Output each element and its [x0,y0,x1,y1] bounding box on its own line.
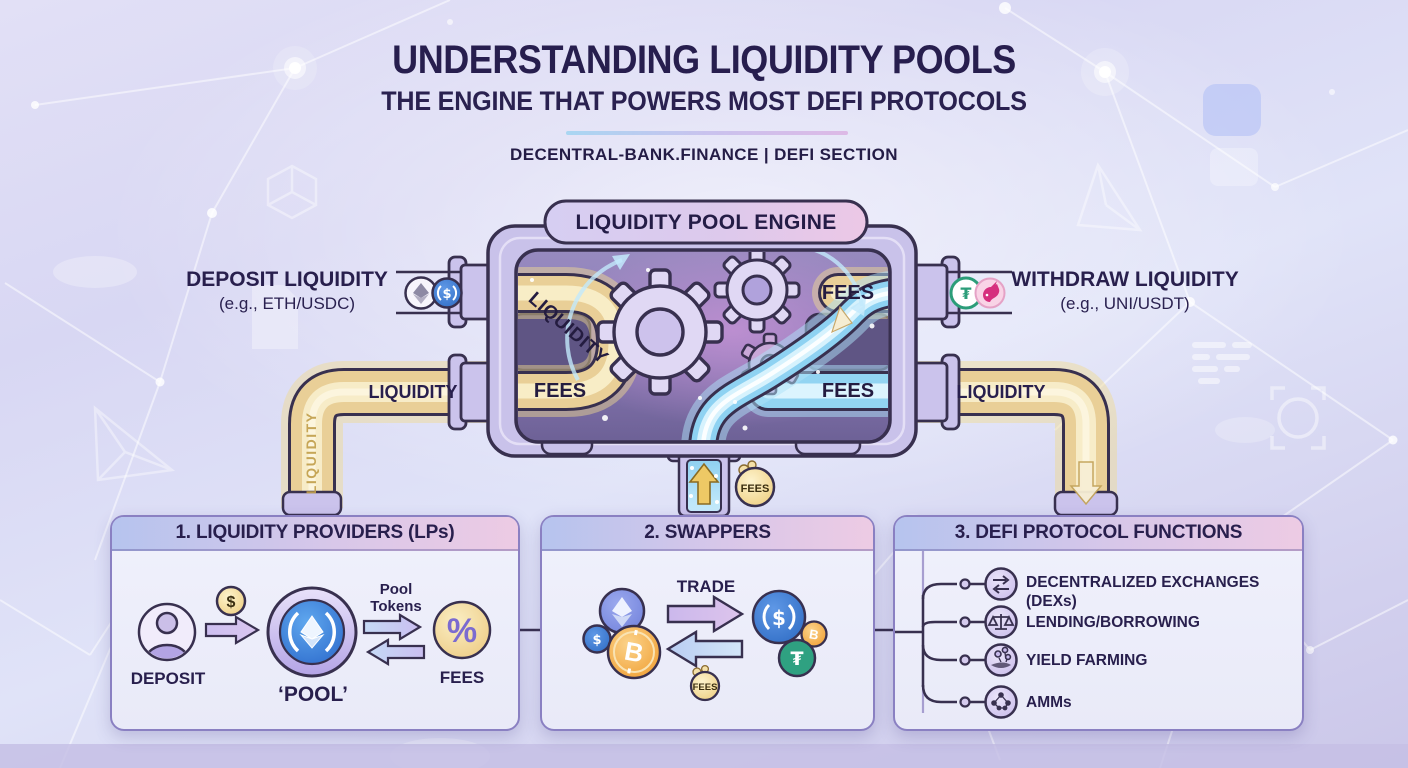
card-functions-art [895,551,1018,719]
svg-text:B: B [622,636,646,669]
branch-dots [959,578,971,708]
gear-small [713,252,801,334]
withdraw-title: WITHDRAW LIQUIDITY [1011,268,1239,291]
uniswap-coin [974,277,1006,309]
function-item-amms: AMMs [1026,694,1072,711]
engine-title-pill [543,199,869,245]
card-swappers-art: $ B $ B [582,587,828,702]
person-icon [137,602,197,662]
yield-icon [991,646,1012,668]
down-arrow-icon [1069,461,1103,506]
card-swappers-title: 2. SWAPPERS [542,517,873,551]
flow-arrowhead [831,305,853,334]
usdc-coin-large: $ [751,589,807,645]
circular-arrows [565,252,864,381]
trade-caption: TRADE [676,577,736,596]
screen-fees-bottom-right-label: FEES [821,380,875,402]
pool-tokens-arrow-icon [362,613,423,641]
pool-coin-icon [266,586,358,678]
btc-coin-small: B [800,620,828,648]
tether-coin-large: ₮ [777,638,817,678]
right-gold-pipe [913,361,1119,517]
svg-text:%: % [447,612,477,650]
up-arrow-icon [688,462,720,505]
function-item-dex-line1: DECENTRALIZED EXCHANGES [1026,574,1260,591]
function-item-lending: LENDING/BORROWING [1026,614,1200,631]
function-item-dex: DECENTRALIZED EXCHANGES (DEXs) [1026,574,1276,611]
gear-large [596,268,724,396]
right-pipe-liquidity-label: LIQUIDITY [956,382,1046,402]
svg-text:$: $ [772,606,786,630]
btc-coin-large: B [606,624,662,680]
eth-coin-large [598,587,646,635]
source-line: DECENTRAL-BANK.FINANCE | DEFI SECTION [510,145,898,164]
pool-tokens-line1: Pool [379,581,413,598]
svg-text:$: $ [592,633,601,648]
pool-caption: ‘POOL’ [277,683,348,706]
page-subtitle: THE ENGINE THAT POWERS MOST DEFI PROTOCO… [381,86,1027,116]
svg-text:₮: ₮ [960,284,971,303]
left-pipe-vertical-liquidity-label: LIQUIDITY [303,411,320,495]
function-item-yield: YIELD FARMING [1026,652,1148,669]
percent-coin-icon: % [432,600,492,660]
screen-fees-left-label: FEES [533,380,587,402]
deposit-example: (e.g., ETH/USDC) [218,294,356,313]
usdc-coin: $ [431,277,463,309]
svg-text:$: $ [442,287,451,302]
deposit-caption: DEPOSIT [130,669,206,688]
deposit-connector: $ [396,270,463,315]
svg-text:B: B [808,626,820,642]
swap-arrows-icon [992,575,1010,594]
svg-text:FEES: FEES [741,483,770,495]
card-functions-title: 3. DEFI PROTOCOL FUNCTIONS [895,517,1302,551]
engine-title: LIQUIDITY POOL ENGINE [575,211,837,234]
machine-screen [514,248,892,444]
card-defi-functions: 3. DEFI PROTOCOL FUNCTIONS [893,515,1304,731]
scale-icon [987,614,1015,630]
deposit-arrow-icon [204,615,261,645]
dollar-coin: $ [215,585,247,617]
function-icon-circles [984,567,1018,719]
svg-text:₮: ₮ [790,648,803,670]
card-swappers: 2. SWAPPERS [540,515,875,731]
viewfinder-circle-decoration [1270,386,1326,450]
dash-lines-decoration [1192,342,1252,384]
fees-caption: FEES [439,668,485,687]
left-gold-pipe [281,361,492,517]
card-lps-art: $ % [137,585,492,678]
svg-text:$: $ [227,594,236,611]
pool-tokens-line2: Tokens [370,598,422,616]
rounded-square-decoration [1203,84,1261,186]
screen-fees-top-right-label: FEES [821,282,875,304]
pool-tokens-caption: Pool Tokens [356,581,436,616]
card-lps-title: 1. LIQUIDITY PROVIDERS (LPs) [112,517,518,551]
header-divider [566,131,848,135]
deposit-title: DEPOSIT LIQUIDITY [186,268,388,291]
trade-arrow-left-icon [665,629,744,669]
svg-text:FEES: FEES [693,682,718,693]
usdc-coin-small: $ [582,624,612,654]
withdraw-example: (e.g., UNI/USDT) [1060,294,1190,313]
page-title: UNDERSTANDING LIQUIDITY POOLS [392,38,1016,82]
function-item-dex-line2: (DEXs) [1026,592,1077,610]
left-pipe-liquidity-label: LIQUIDITY [368,382,458,402]
fees-coin-swappers: FEES [689,664,721,702]
branch-lines [895,582,985,704]
fees-return-arrow-icon [365,638,426,666]
trade-arrow-right-icon [666,594,745,634]
withdraw-connector: ₮ [948,270,1012,315]
document-shape-decoration [252,285,298,349]
amm-icon [991,692,1011,711]
fees-coin-machine: FEES [734,460,776,508]
card-liquidity-providers: 1. LIQUIDITY PROVIDERS (LPs) [110,515,520,731]
